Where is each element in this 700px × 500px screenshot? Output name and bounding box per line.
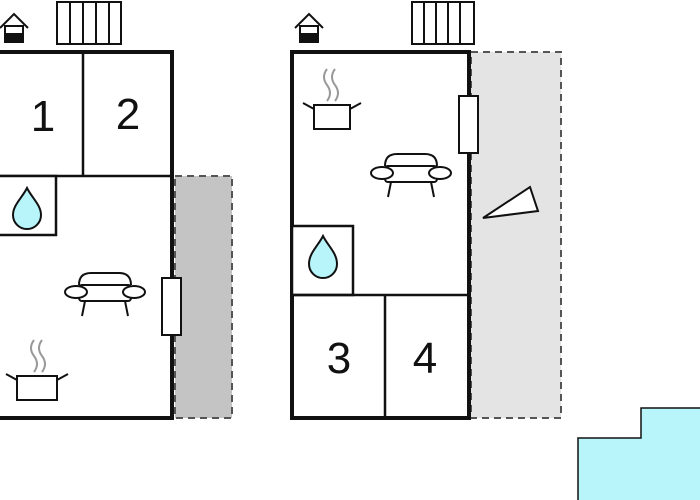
- water-drop-icon: [11, 185, 43, 230]
- radiator-icon: [56, 1, 122, 45]
- sun-lounger-icon: [482, 185, 540, 219]
- water-drop-icon: [307, 233, 339, 279]
- room-label-4: 4: [413, 334, 437, 383]
- window-icon: [458, 95, 479, 154]
- pool: [577, 407, 700, 500]
- sofa-icon: [64, 272, 146, 317]
- right-terrace: [470, 51, 562, 419]
- cooking-pot-icon: [5, 339, 69, 401]
- radiator-icon: [411, 1, 475, 45]
- right-unit: 3 4: [290, 1, 562, 420]
- room-label-3: 3: [327, 334, 351, 383]
- left-terrace: [174, 175, 233, 419]
- house-icon: [0, 12, 29, 43]
- room-label-2: 2: [116, 90, 140, 139]
- room-label-1: 1: [31, 92, 55, 141]
- cooking-pot-icon: [302, 68, 362, 130]
- window-icon: [161, 277, 182, 336]
- left-unit: 1 2: [0, 1, 233, 420]
- house-icon: [294, 12, 324, 43]
- sofa-icon: [370, 153, 452, 198]
